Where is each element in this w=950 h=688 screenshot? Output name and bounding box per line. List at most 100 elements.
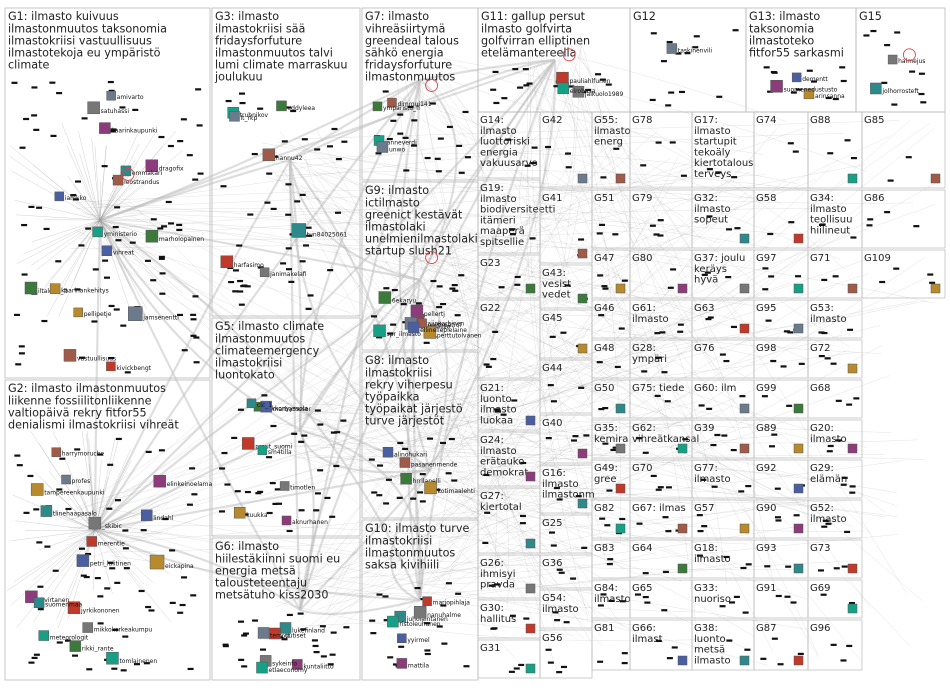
- node-avatar[interactable]: [557, 82, 569, 95]
- node-avatar[interactable]: [407, 321, 420, 334]
- node-avatar[interactable]: [791, 72, 802, 83]
- node-avatar[interactable]: [677, 283, 688, 294]
- node-avatar[interactable]: [279, 481, 290, 491]
- node-avatar[interactable]: [399, 457, 411, 468]
- node-avatar[interactable]: [615, 483, 626, 494]
- node-avatar[interactable]: [615, 173, 626, 184]
- node-avatar[interactable]: [793, 323, 804, 334]
- node-avatar[interactable]: [101, 245, 113, 256]
- node-avatar[interactable]: [220, 255, 234, 269]
- node-avatar[interactable]: [256, 661, 268, 674]
- node-avatar[interactable]: [63, 349, 77, 362]
- node-avatar[interactable]: [615, 403, 626, 414]
- node-avatar[interactable]: [793, 483, 804, 494]
- node-avatar[interactable]: [38, 630, 49, 641]
- node-avatar[interactable]: [30, 483, 44, 496]
- node-avatar[interactable]: [120, 165, 132, 177]
- node-avatar[interactable]: [793, 655, 804, 666]
- node-avatar[interactable]: [739, 323, 750, 334]
- node-avatar[interactable]: [770, 80, 783, 93]
- node-avatar[interactable]: [739, 443, 750, 454]
- node-avatar[interactable]: [106, 651, 119, 665]
- node-avatar[interactable]: [739, 655, 750, 666]
- node-avatar[interactable]: [739, 233, 750, 244]
- node-avatar[interactable]: [525, 283, 536, 294]
- node-avatar[interactable]: [382, 447, 394, 458]
- node-avatar[interactable]: [572, 85, 585, 98]
- node-avatar[interactable]: [140, 509, 153, 522]
- node-avatar[interactable]: [803, 88, 815, 100]
- node-avatar[interactable]: [69, 640, 82, 652]
- node-avatar[interactable]: [233, 506, 246, 519]
- node-avatar[interactable]: [153, 474, 166, 488]
- node-avatar[interactable]: [88, 516, 102, 530]
- node-avatar[interactable]: [269, 627, 281, 640]
- node-avatar[interactable]: [112, 174, 124, 186]
- node-avatar[interactable]: [556, 71, 569, 85]
- node-avatar[interactable]: [292, 659, 303, 670]
- node-avatar[interactable]: [847, 563, 858, 574]
- node-avatar[interactable]: [259, 267, 270, 278]
- node-avatar[interactable]: [577, 448, 588, 459]
- node-avatar[interactable]: [149, 554, 165, 570]
- node-avatar[interactable]: [73, 307, 83, 318]
- node-avatar[interactable]: [847, 283, 858, 294]
- node-avatar[interactable]: [387, 97, 397, 108]
- node-avatar[interactable]: [677, 443, 688, 454]
- node-avatar[interactable]: [145, 159, 159, 172]
- node-avatar[interactable]: [525, 415, 536, 426]
- node-avatar[interactable]: [82, 622, 93, 633]
- node-avatar[interactable]: [257, 445, 268, 456]
- node-avatar[interactable]: [92, 226, 103, 238]
- node-avatar[interactable]: [373, 324, 386, 338]
- node-avatar[interactable]: [870, 82, 882, 95]
- node-avatar[interactable]: [677, 523, 688, 534]
- node-avatar[interactable]: [49, 283, 61, 294]
- node-avatar[interactable]: [577, 293, 588, 304]
- node-avatar[interactable]: [281, 515, 292, 526]
- node-avatar[interactable]: [24, 281, 38, 295]
- node-avatar[interactable]: [577, 173, 588, 184]
- node-avatar[interactable]: [413, 605, 427, 619]
- node-avatar[interactable]: [525, 471, 536, 482]
- node-avatar[interactable]: [793, 283, 804, 294]
- node-avatar[interactable]: [525, 583, 536, 594]
- node-avatar[interactable]: [615, 523, 626, 534]
- node-avatar[interactable]: [40, 505, 53, 517]
- node-avatar[interactable]: [396, 658, 408, 669]
- node-avatar[interactable]: [930, 283, 941, 294]
- node-avatar[interactable]: [793, 563, 804, 574]
- node-avatar[interactable]: [793, 233, 804, 244]
- node-avatar[interactable]: [378, 291, 392, 304]
- node-avatar[interactable]: [739, 523, 750, 534]
- node-avatar[interactable]: [276, 100, 287, 112]
- node-avatar[interactable]: [291, 223, 307, 238]
- node-avatar[interactable]: [76, 554, 90, 567]
- node-avatar[interactable]: [930, 173, 941, 184]
- node-avatar[interactable]: [67, 601, 81, 614]
- node-avatar[interactable]: [397, 633, 407, 644]
- node-avatar[interactable]: [54, 191, 65, 202]
- node-avatar[interactable]: [887, 54, 898, 65]
- node-avatar[interactable]: [246, 398, 257, 409]
- node-avatar[interactable]: [99, 122, 111, 134]
- node-avatar[interactable]: [677, 655, 688, 666]
- node-avatar[interactable]: [424, 481, 437, 495]
- node-avatar[interactable]: [739, 403, 750, 414]
- node-avatar[interactable]: [376, 141, 389, 153]
- node-avatar[interactable]: [387, 615, 399, 628]
- node-avatar[interactable]: [847, 603, 858, 614]
- node-avatar[interactable]: [847, 173, 858, 184]
- node-avatar[interactable]: [410, 304, 424, 318]
- node-avatar[interactable]: [423, 326, 437, 339]
- node-avatar[interactable]: [793, 523, 804, 534]
- node-avatar[interactable]: [400, 472, 412, 485]
- node-avatar[interactable]: [61, 474, 71, 485]
- node-avatar[interactable]: [260, 400, 272, 413]
- node-avatar[interactable]: [677, 563, 688, 574]
- node-avatar[interactable]: [33, 597, 45, 608]
- node-avatar[interactable]: [145, 229, 159, 243]
- node-avatar[interactable]: [525, 623, 536, 634]
- node-avatar[interactable]: [422, 596, 432, 606]
- node-avatar[interactable]: [106, 361, 116, 372]
